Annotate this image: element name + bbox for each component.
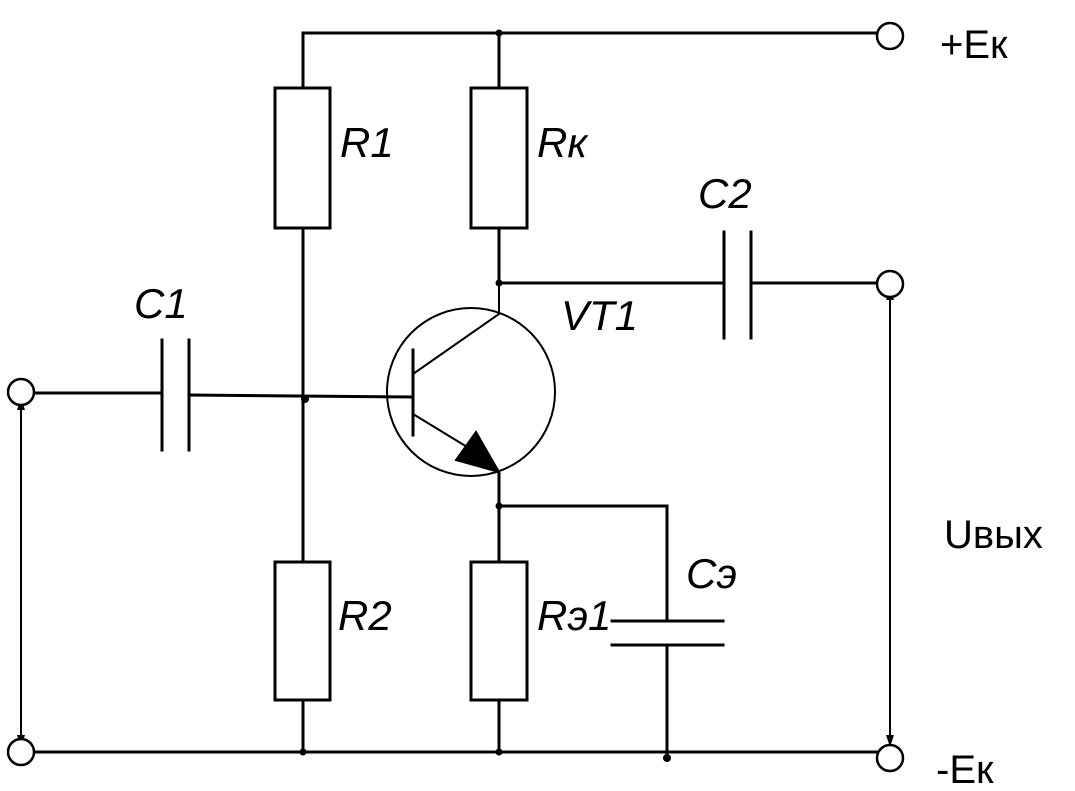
label-r2: R2 bbox=[338, 592, 392, 639]
label-supply-negative: -Eк bbox=[936, 748, 994, 791]
resistor-re1 bbox=[469, 560, 529, 702]
label-c1: C1 bbox=[134, 280, 188, 327]
label-ce: Cэ bbox=[686, 550, 737, 597]
output-voltage-arrowhead-bottom bbox=[886, 735, 894, 747]
junction-dot-bottom-re1 bbox=[495, 748, 503, 756]
label-r1: R1 bbox=[340, 119, 394, 166]
transistor-vt1-emitter-arrow bbox=[454, 430, 502, 474]
transistor-vt1-collector-lead bbox=[412, 283, 500, 375]
terminal-input-top bbox=[6, 377, 36, 407]
resistor-r1 bbox=[273, 86, 332, 230]
junction-dot-base bbox=[301, 395, 309, 403]
label-rk: Rк bbox=[537, 119, 589, 166]
terminal-input-bottom bbox=[6, 737, 36, 767]
resistor-r2 bbox=[273, 560, 332, 702]
junction-dot-collector bbox=[495, 279, 503, 287]
label-c2: C2 bbox=[698, 170, 752, 217]
junction-dot-emitter bbox=[495, 502, 503, 510]
wire-emitter-node-to-ce bbox=[497, 504, 669, 623]
junction-dot-bottom-ce bbox=[663, 754, 671, 762]
label-output-voltage: Uвых bbox=[944, 513, 1043, 557]
label-re1: Rэ1 bbox=[537, 592, 611, 639]
terminal-output-top bbox=[875, 269, 905, 299]
junction-dot-bottom-r2 bbox=[299, 748, 307, 756]
junction-dot-top-rk bbox=[495, 29, 503, 37]
terminal-supply-negative bbox=[875, 743, 905, 773]
wire-c1-to-base bbox=[187, 393, 415, 399]
label-vt1: VT1 bbox=[561, 292, 638, 339]
resistor-rk bbox=[469, 86, 529, 230]
transistor-vt1-body bbox=[386, 307, 556, 477]
label-supply-positive: +Eк bbox=[940, 23, 1008, 67]
terminal-supply-positive bbox=[875, 21, 905, 51]
